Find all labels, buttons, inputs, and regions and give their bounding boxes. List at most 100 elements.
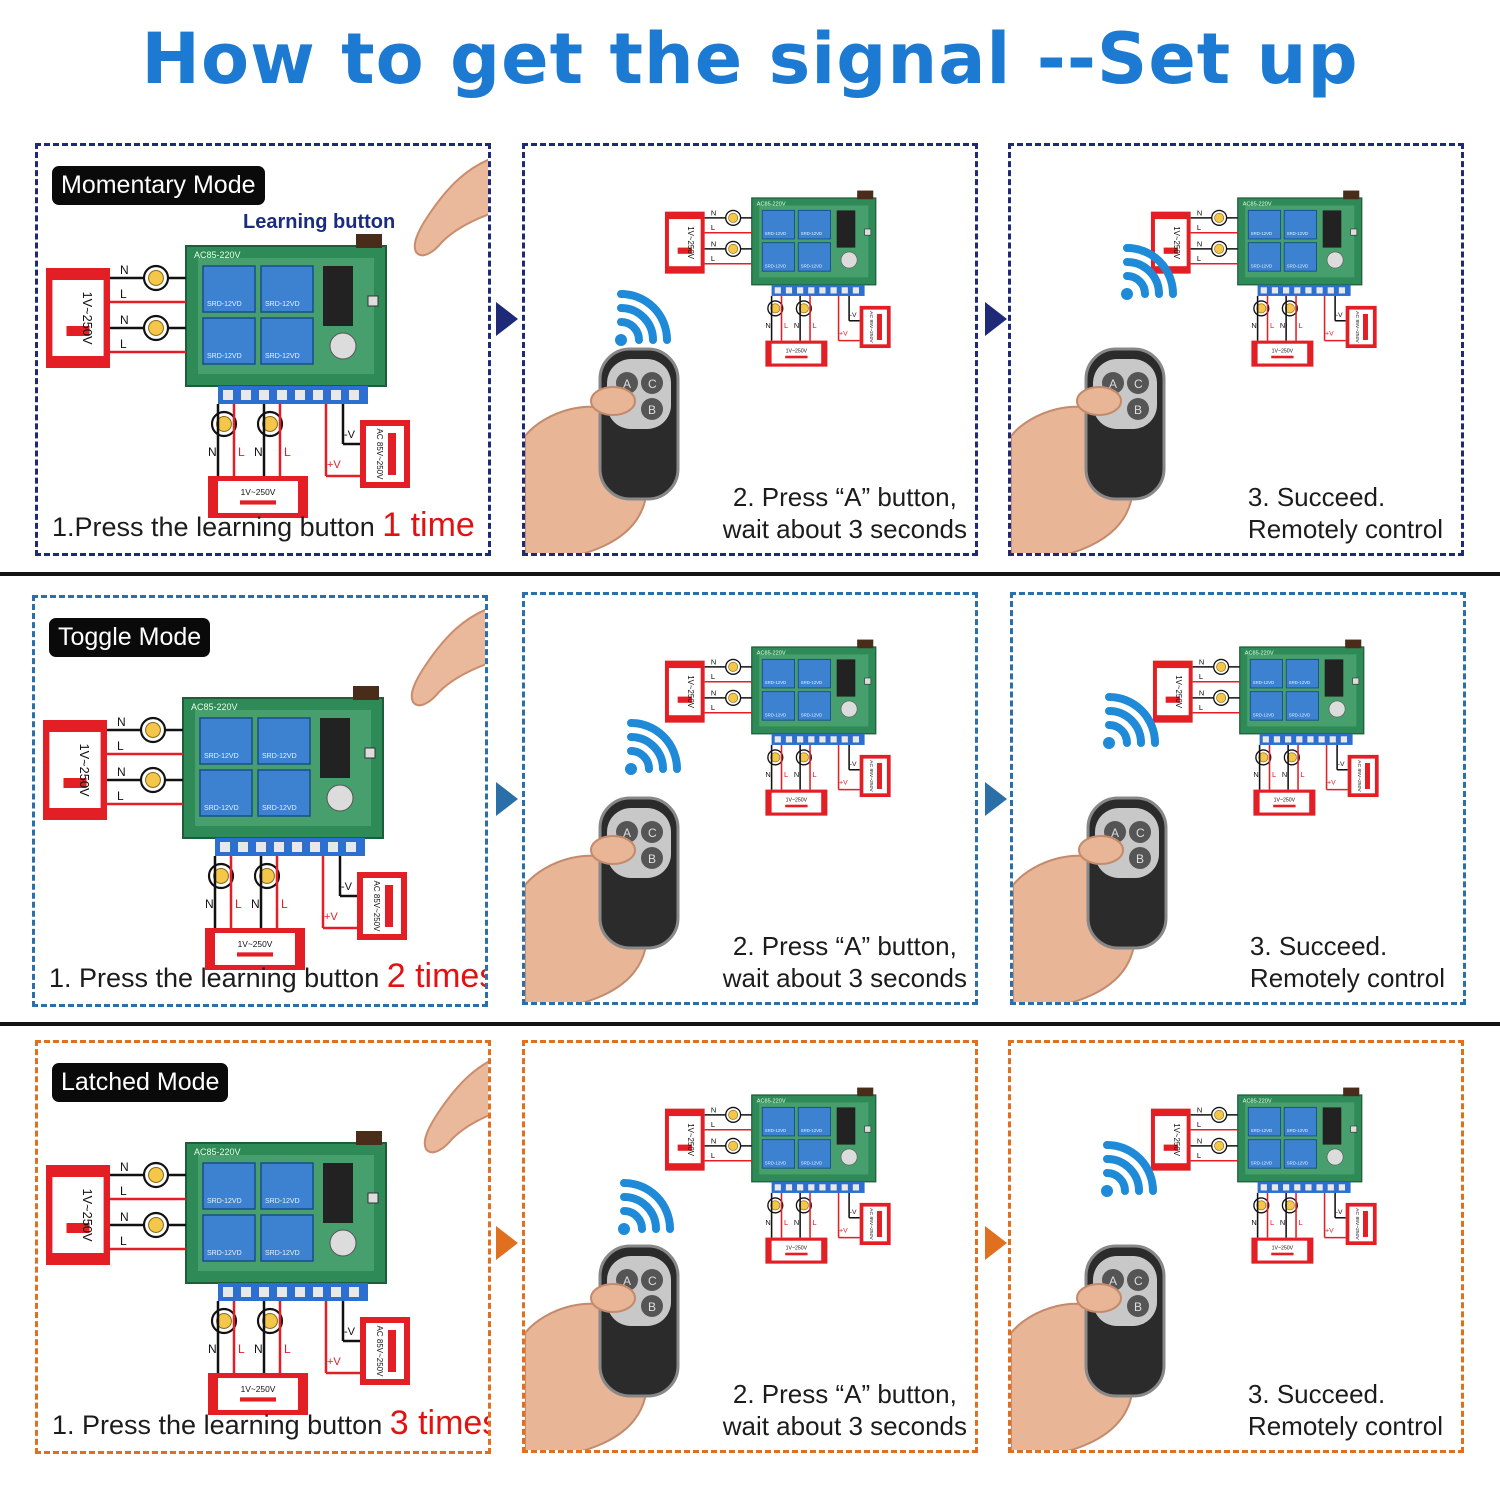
- terminal-block: [1257, 1181, 1351, 1193]
- power-supply-icon: 1V~250V: [1150, 1108, 1191, 1171]
- button-c: [1127, 1269, 1149, 1291]
- bulb-icon: [139, 716, 167, 744]
- relay-icon: [797, 691, 831, 721]
- relay-icon: [797, 242, 831, 272]
- wifi-arcs: [1103, 693, 1159, 749]
- button-b: [1127, 1295, 1149, 1317]
- chip-icon: [323, 266, 353, 326]
- power-label: AC 85V~250V: [868, 760, 874, 792]
- wire-label: -V: [850, 312, 857, 319]
- bulb-icon: [725, 689, 742, 706]
- wire-label: L: [238, 445, 245, 459]
- wire-label: N: [254, 445, 263, 459]
- capacitor-icon: [1326, 1148, 1344, 1166]
- mode-badge: Latched Mode: [52, 1063, 229, 1102]
- bulb-icon: [1281, 1197, 1298, 1214]
- step2-line1: 2. Press “A” button,: [732, 931, 957, 961]
- power-label: AC 85V~250V: [868, 311, 874, 343]
- relay-icon: [1283, 242, 1317, 272]
- learning-button-icon: [1350, 1125, 1358, 1133]
- wire-label: N: [120, 1210, 129, 1224]
- learning-button-icon: [367, 295, 379, 307]
- relay-label: SRD-12VD: [801, 231, 822, 236]
- finger-icon: [410, 608, 485, 707]
- thumb-shape: [1076, 386, 1122, 416]
- page-title: How to get the signal --Set up: [141, 18, 1359, 100]
- board-label: AC85-220V: [757, 650, 786, 656]
- thumb-shape: [590, 386, 636, 416]
- power-supply-icon: 1V~250V: [46, 1165, 110, 1265]
- relay-label: SRD-12VD: [765, 1128, 786, 1133]
- supply-label: 1V~250V: [1174, 675, 1183, 709]
- antenna-icon: [1345, 639, 1362, 649]
- relay-label: SRD-12VD: [207, 353, 242, 360]
- wire-label: L: [813, 770, 817, 779]
- antenna-icon: [1343, 1087, 1360, 1097]
- step1-caption: 1.Press the learning button 1 time: [52, 506, 475, 545]
- power-supply-icon: 1V~250V: [1152, 660, 1193, 723]
- wire-label: L: [117, 739, 124, 753]
- thumb-shape: [590, 1283, 636, 1313]
- button-b: [641, 847, 663, 869]
- board-label: AC85-220V: [1243, 1098, 1272, 1104]
- relay-label: SRD-12VD: [265, 301, 300, 308]
- wire-label: N: [1197, 1136, 1202, 1145]
- wifi-arcs: [625, 719, 681, 775]
- supply-label: 1V~250V: [241, 1384, 276, 1394]
- wire-label: +V: [1325, 331, 1334, 338]
- remote-button-label: C: [648, 1274, 657, 1288]
- bulb-icon: [725, 240, 742, 257]
- wire-label: L: [1197, 1151, 1201, 1160]
- bulb-icon: [1211, 1106, 1228, 1123]
- step1-caption: 1. Press the learning button 3 times: [52, 1404, 488, 1443]
- wire-label: N: [794, 321, 799, 330]
- step1-times: 2 times: [386, 957, 488, 995]
- supply-label: 1V~250V: [786, 797, 808, 803]
- supply-label: 1V~250V: [77, 743, 92, 796]
- relay-label: SRD-12VD: [262, 805, 297, 812]
- power-label: AC 85V~250V: [868, 1208, 874, 1240]
- arrow-right-icon: [985, 1226, 1007, 1260]
- supply-label: 1V~250V: [1172, 226, 1181, 260]
- dc-power-icon: AC 85V~250V: [357, 872, 407, 940]
- wifi-arcs: [618, 1179, 674, 1235]
- relay-icon: [199, 717, 253, 765]
- supply-label: 1V~250V: [1272, 1245, 1294, 1251]
- step3-line2: Remotely control: [1247, 1411, 1443, 1441]
- bulb-icon: [142, 1161, 170, 1189]
- bulb-icon: [256, 410, 284, 438]
- bulb-icon: [142, 264, 170, 292]
- relay-label: SRD-12VD: [265, 1198, 300, 1205]
- row-divider: [0, 1022, 1500, 1026]
- relay-icon: [761, 658, 796, 689]
- relay-icon: [1249, 691, 1284, 721]
- power-supply-icon: 1V~250V: [664, 211, 705, 274]
- wire-label: N: [1253, 770, 1258, 779]
- wifi-signal-icon: [615, 290, 671, 346]
- wire-label: +V: [1325, 1228, 1334, 1235]
- capacitor-icon: [840, 1148, 858, 1166]
- supply-label: 1V~250V: [1172, 1123, 1181, 1157]
- relay-icon: [1249, 658, 1284, 689]
- antenna-icon: [857, 1087, 874, 1097]
- remote-button-label: A: [1109, 1274, 1117, 1288]
- antenna-icon: [356, 234, 382, 248]
- arrow-right-icon: [985, 782, 1007, 816]
- wire-label: L: [1197, 254, 1201, 263]
- learning-button-icon: [1350, 228, 1358, 236]
- power-label: AC 85V~250V: [375, 429, 384, 481]
- bulb-icon: [725, 1137, 742, 1154]
- wire-label: L: [711, 223, 715, 232]
- bulb-icon: [767, 300, 784, 317]
- bulb-icon: [795, 300, 812, 317]
- relay-icon: [260, 265, 314, 313]
